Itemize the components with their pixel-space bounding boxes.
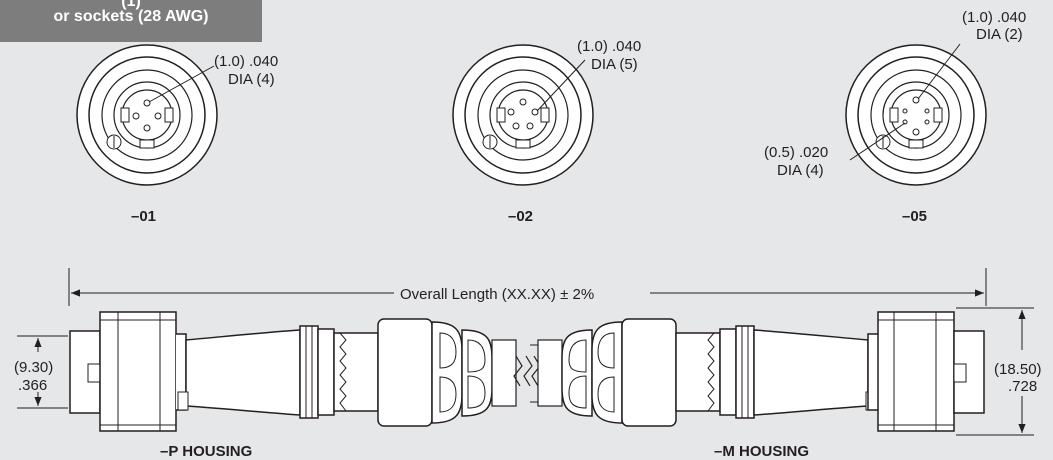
left-dim-mm: (9.30) [14,359,53,376]
connector-01-label: –01 [131,208,156,225]
connector-05-callout-line2: DIA (2) [976,26,1023,43]
connector-01-callout-line2: DIA (4) [228,71,275,88]
connector-01-face [76,44,218,186]
m-housing-label: –M HOUSING [714,443,809,460]
m-housing-drawing [537,311,985,432]
note-line-2: or sockets (28 AWG) [53,8,209,25]
connector-05-callout2-line1: (0.5) .020 [764,144,828,161]
p-housing-drawing [69,311,517,432]
connector-02-callout-line1: (1.0) .040 [577,38,641,55]
right-height-dimension [956,307,1034,436]
right-dim-mm: (18.50) [994,361,1042,378]
note-line-1: (1) [121,0,141,10]
right-dim-in: .728 [1008,378,1037,395]
left-height-dimension [17,335,68,409]
connector-05-callout2-line2: DIA (4) [777,162,824,179]
left-dim-in: .366 [18,377,47,394]
connector-02-label: –02 [508,208,533,225]
connector-02-face [452,44,594,186]
connector-02-callout-line2: DIA (5) [591,56,638,73]
note-box: (1) or sockets (28 AWG) [0,0,262,42]
overall-length-dimension [68,268,987,306]
overall-length-label: Overall Length (XX.XX) ± 2% [400,286,594,303]
connector-05-callout-line1: (1.0) .040 [962,9,1026,26]
connector-01-callout-line1: (1.0) .040 [214,53,278,70]
connector-05-label: –05 [902,208,927,225]
p-housing-label: –P HOUSING [160,443,252,460]
connector-05-face [845,43,987,186]
